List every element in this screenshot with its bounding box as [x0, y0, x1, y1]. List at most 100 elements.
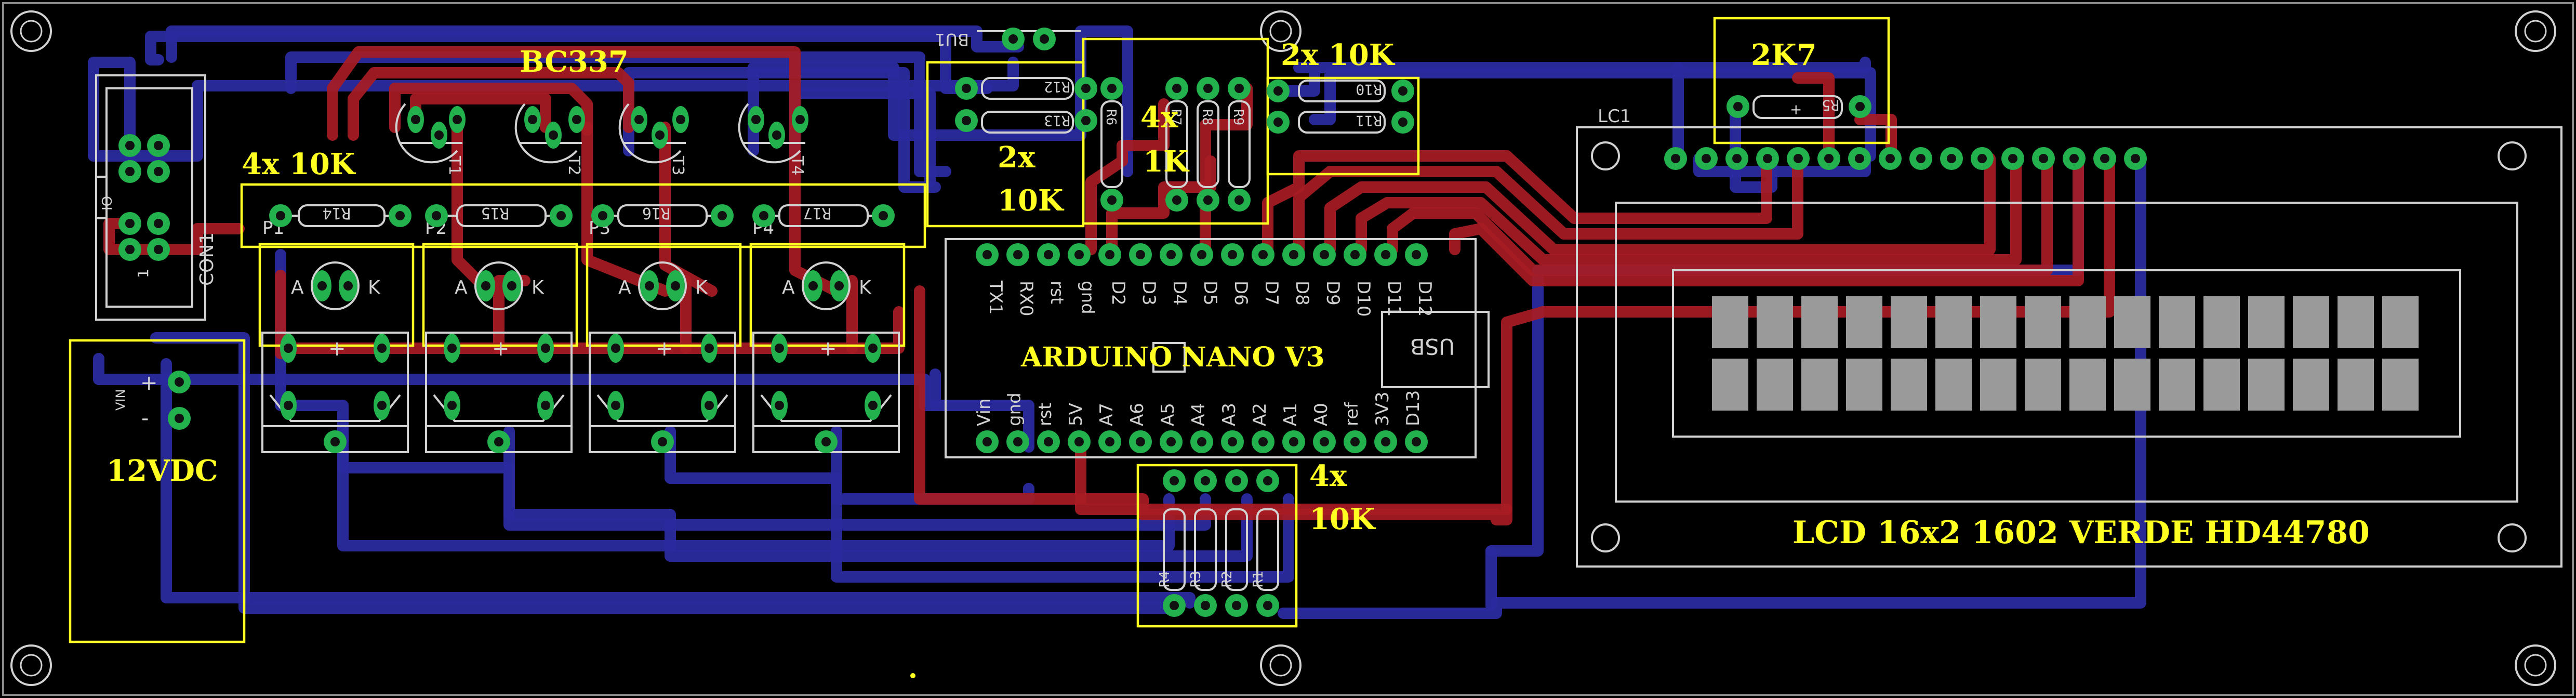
p4-plus: + — [819, 337, 837, 361]
pad — [550, 204, 573, 227]
nano-pin-label: D11 — [1384, 281, 1404, 317]
pad — [537, 334, 554, 363]
nano-pin-label: D9 — [1322, 281, 1343, 306]
r6-label: R6 — [1103, 109, 1119, 125]
lcd-cell — [2293, 359, 2329, 411]
arduino-label: ARDUINO NANO V3 — [1020, 341, 1325, 373]
mounting-hole — [1260, 10, 1302, 52]
pad — [147, 212, 170, 235]
r5-plus: + — [1790, 101, 1802, 118]
pad — [872, 204, 895, 227]
pad — [1391, 80, 1414, 102]
pad — [118, 160, 141, 183]
con1-pin-1: 1 — [135, 269, 152, 278]
label-4x: 4x — [1140, 100, 1178, 135]
pad — [1100, 189, 1123, 212]
lcd-cell — [2338, 296, 2374, 348]
lcd-label: LCD 16x2 1602 VERDE HD44780 — [1792, 515, 2370, 551]
pad — [1940, 147, 1963, 170]
t2-label: T2 — [565, 155, 583, 175]
pad — [1664, 147, 1687, 170]
pad — [768, 122, 785, 149]
pad — [1727, 95, 1749, 118]
pad — [865, 334, 881, 363]
r10-label: R10 — [1356, 81, 1382, 98]
label-2k7: 2K7 — [1751, 38, 1817, 72]
transistor-t3: T3 — [618, 103, 687, 175]
r16-label: R16 — [642, 204, 670, 222]
pad — [425, 204, 448, 227]
pad — [444, 391, 460, 420]
pad — [1037, 430, 1060, 453]
lcd-cell — [1846, 359, 1882, 411]
pad — [1006, 430, 1029, 453]
pad — [1252, 430, 1274, 453]
group-box-p1 — [258, 243, 415, 347]
resistors-r14-r17: 4x 10K R14 R15 R16 R17 — [242, 147, 883, 227]
r15-label: R15 — [481, 204, 509, 222]
pad — [476, 270, 495, 301]
lcd-cell — [1846, 296, 1882, 348]
pad — [2063, 147, 2086, 170]
mounting-hole — [1260, 644, 1302, 686]
lcd-cell — [1891, 296, 1927, 348]
lcd-cell — [1712, 296, 1748, 348]
pad — [1405, 243, 1428, 266]
r3-label: R3 — [1188, 571, 1204, 587]
pad — [502, 270, 521, 301]
pad — [1256, 469, 1279, 492]
pad — [607, 334, 624, 363]
transistors: T1 T2 T3 T4 BC337 — [395, 45, 806, 175]
label-10k-bottom: 10K — [1309, 502, 1376, 536]
nano-pin-label: D13 — [1403, 390, 1424, 426]
pad — [865, 391, 881, 420]
r17-label: R17 — [803, 204, 831, 222]
nano-pin-label: rst — [1046, 281, 1067, 304]
pad — [118, 134, 141, 157]
pad — [168, 407, 191, 430]
pad — [652, 122, 668, 149]
power-jack: + - VIN 12VDC — [107, 371, 218, 488]
label-2x: 2x — [998, 140, 1035, 175]
pad — [1282, 243, 1305, 266]
nano-pin-label: A7 — [1096, 403, 1117, 426]
power-blocks: P1 A K + P2 A K + P3 A K + — [261, 218, 900, 453]
nano-pin-label: Vin — [974, 398, 994, 426]
pad — [1037, 243, 1060, 266]
pad — [1374, 430, 1397, 453]
nano-pin-label: D12 — [1414, 281, 1435, 317]
lcd-cell — [1757, 296, 1793, 348]
label-2x-10k: 10K — [998, 183, 1065, 218]
r11-label: R11 — [1356, 112, 1382, 129]
p4-anode: A — [782, 277, 795, 298]
bottom-copper-traces — [88, 25, 2146, 619]
pad — [1817, 147, 1840, 170]
lcd-cell — [2338, 359, 2374, 411]
pad — [524, 106, 541, 133]
pad — [1909, 147, 1932, 170]
pad — [389, 204, 411, 227]
p1-plus: + — [328, 337, 346, 361]
pad — [168, 371, 191, 393]
power-vin: VIN — [113, 389, 128, 411]
lcd-cell — [2025, 359, 2061, 411]
pad — [1787, 147, 1810, 170]
pad — [1391, 111, 1414, 134]
resistor-r14: R14 — [281, 204, 400, 227]
pad — [1221, 430, 1244, 453]
pad — [1228, 189, 1251, 212]
pad — [313, 270, 331, 301]
pad — [1129, 243, 1152, 266]
pad — [1074, 109, 1097, 132]
lcd-cell — [2293, 296, 2329, 348]
pad — [374, 391, 390, 420]
pad — [591, 204, 614, 227]
lcd-mount-holes — [1591, 141, 2527, 552]
pad — [1256, 594, 1279, 617]
pad — [1313, 430, 1336, 453]
pad — [976, 243, 999, 266]
resistor-r5-group: 2K7 R5 + — [1751, 38, 1843, 119]
group-boxes — [69, 17, 1890, 643]
